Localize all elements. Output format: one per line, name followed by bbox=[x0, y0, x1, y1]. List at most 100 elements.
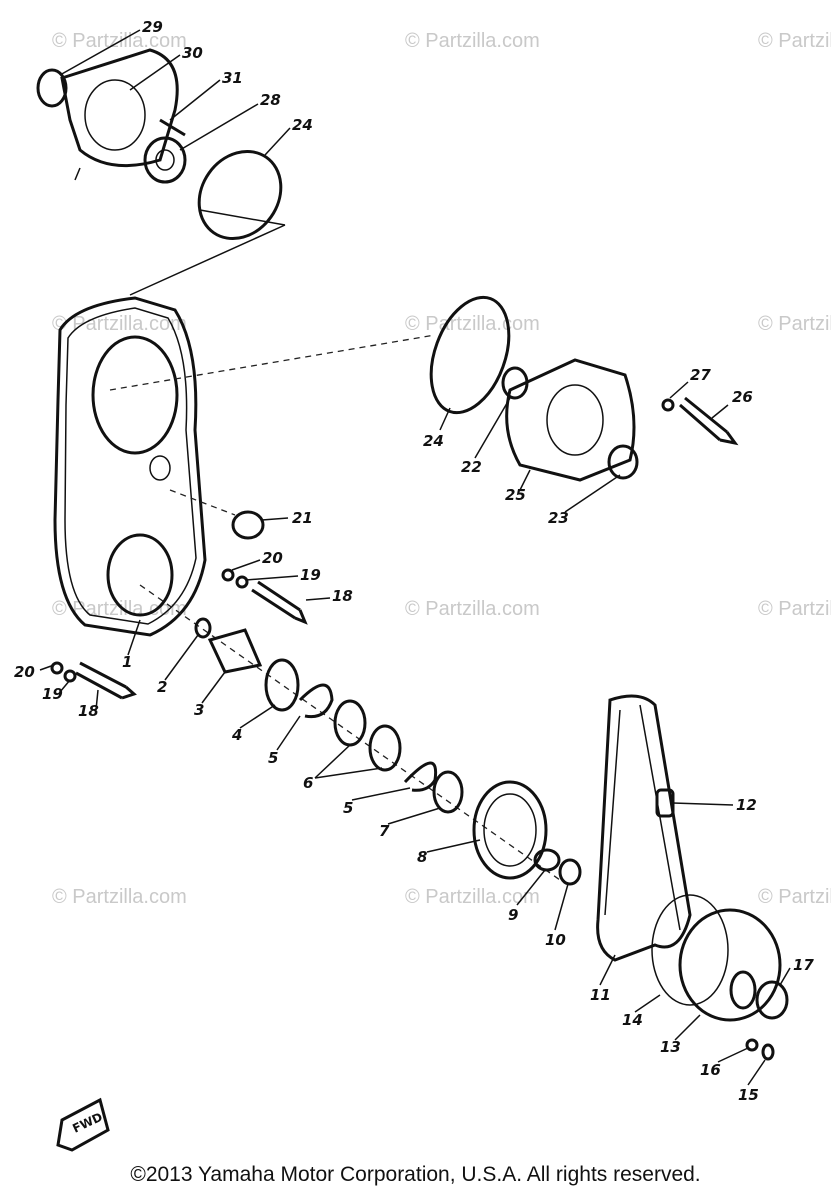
case-lower-bore bbox=[106, 533, 174, 617]
watermark: © Partzilla.com bbox=[758, 30, 831, 52]
callout-26: 26 bbox=[732, 388, 753, 406]
washer-16 bbox=[745, 1038, 759, 1052]
chain-11 bbox=[596, 694, 692, 962]
callout-5: 5 bbox=[343, 799, 353, 817]
washer-20 bbox=[221, 568, 235, 582]
fwd-arrow-shape bbox=[56, 1097, 110, 1152]
main-case bbox=[53, 296, 561, 881]
washer-19 bbox=[235, 575, 249, 589]
watermark-layer: © Partzilla.com © Partzilla.com © Partzi… bbox=[52, 30, 831, 908]
top-cover-assembly bbox=[36, 48, 286, 296]
callout-14: 14 bbox=[622, 1011, 643, 1029]
o-ring-2 bbox=[194, 617, 212, 639]
callout-8: 8 bbox=[417, 848, 427, 866]
callout-16: 16 bbox=[700, 1061, 721, 1079]
callout-2: 2 bbox=[157, 678, 167, 696]
gasket-14 bbox=[651, 894, 729, 1006]
o-ring-24-top bbox=[197, 149, 283, 241]
washer-19b bbox=[63, 669, 77, 683]
housing-bore bbox=[546, 384, 604, 456]
axis-line bbox=[109, 334, 436, 391]
callout-24: 24 bbox=[423, 432, 444, 450]
bearing-6a bbox=[333, 699, 367, 747]
sprocket-8-inner bbox=[483, 793, 537, 867]
circlip-5b bbox=[403, 761, 438, 792]
bolt-18 bbox=[251, 580, 308, 625]
sprocket-8 bbox=[472, 780, 548, 880]
case-hole bbox=[149, 455, 171, 481]
cover-13 bbox=[678, 908, 782, 1022]
callout-28: 28 bbox=[260, 91, 281, 109]
bolt-18b bbox=[75, 661, 137, 700]
callout-15: 15 bbox=[738, 1086, 759, 1104]
case-inner-outline bbox=[64, 307, 197, 625]
callout-20: 20 bbox=[262, 549, 283, 567]
watermark: © Partzilla.com bbox=[52, 886, 187, 908]
callouts: 29 30 31 28 24 24 22 27 26 25 23 21 20 1… bbox=[14, 18, 814, 1104]
bearing-28-inner bbox=[155, 149, 175, 171]
fasteners-left bbox=[50, 510, 308, 700]
callout-23: 23 bbox=[548, 509, 569, 527]
copyright-notice: ©2013 Yamaha Motor Corporation, U.S.A. A… bbox=[130, 1163, 701, 1186]
seal-29 bbox=[36, 68, 68, 108]
fwd-arrow: FWD bbox=[56, 1097, 110, 1152]
watermark: © Partzilla.com bbox=[52, 313, 187, 335]
main-axis-line bbox=[139, 584, 561, 881]
housing-25 bbox=[505, 358, 636, 482]
watermark: © Partzilla.com bbox=[405, 313, 540, 335]
cap-21 bbox=[231, 510, 265, 540]
watermark: © Partzilla.com bbox=[52, 598, 187, 620]
watermark: © Partzilla.com bbox=[405, 886, 540, 908]
bearing-28 bbox=[143, 136, 187, 184]
callout-1: 1 bbox=[122, 653, 132, 671]
callout-3: 3 bbox=[194, 701, 204, 719]
lower-cover-assembly bbox=[651, 894, 789, 1061]
callout-12: 12 bbox=[736, 796, 757, 814]
seal-4 bbox=[264, 658, 300, 712]
o-ring-24 bbox=[429, 295, 511, 415]
bolt-15 bbox=[761, 1043, 775, 1061]
bolt-26 bbox=[679, 396, 739, 446]
watermark: © Partzilla.com bbox=[758, 886, 831, 908]
callout-22: 22 bbox=[461, 458, 482, 476]
callout-5: 5 bbox=[268, 749, 278, 767]
shaft-parts bbox=[194, 617, 582, 886]
callout-10: 10 bbox=[545, 931, 566, 949]
washer-9 bbox=[533, 848, 561, 872]
guide-line bbox=[199, 209, 286, 226]
washer-27 bbox=[661, 398, 675, 412]
callout-19: 19 bbox=[42, 685, 63, 703]
callout-31: 31 bbox=[222, 69, 243, 87]
callout-18: 18 bbox=[78, 702, 99, 720]
spacer-7 bbox=[432, 770, 464, 814]
callout-6: 6 bbox=[303, 774, 313, 792]
watermark: © Partzilla.com bbox=[405, 30, 540, 52]
seal-23 bbox=[607, 444, 639, 480]
cover-tab bbox=[74, 167, 81, 181]
washer-20b bbox=[50, 661, 64, 675]
callout-9: 9 bbox=[508, 906, 518, 924]
seal-17 bbox=[755, 980, 789, 1020]
watermark: © Partzilla.com bbox=[405, 598, 540, 620]
callout-4: 4 bbox=[231, 726, 242, 744]
circlip-5 bbox=[298, 683, 334, 719]
callout-25: 25 bbox=[505, 486, 526, 504]
axis-line bbox=[169, 489, 236, 516]
callout-20: 20 bbox=[14, 663, 35, 681]
case-outline bbox=[53, 296, 207, 637]
nut-10 bbox=[558, 858, 582, 886]
callout-27: 27 bbox=[690, 366, 711, 384]
callout-30: 30 bbox=[182, 44, 203, 62]
drive-chain bbox=[596, 694, 692, 962]
callout-17: 17 bbox=[793, 956, 814, 974]
watermark: © Partzilla.com bbox=[758, 598, 831, 620]
case-upper-bore bbox=[91, 335, 179, 455]
callout-13: 13 bbox=[660, 1038, 681, 1056]
cover-30 bbox=[60, 48, 179, 168]
right-housing bbox=[429, 295, 739, 482]
callout-29: 29 bbox=[142, 18, 163, 36]
chain-links bbox=[604, 704, 681, 931]
cover-bore bbox=[84, 79, 146, 151]
cover-hub bbox=[729, 970, 757, 1010]
